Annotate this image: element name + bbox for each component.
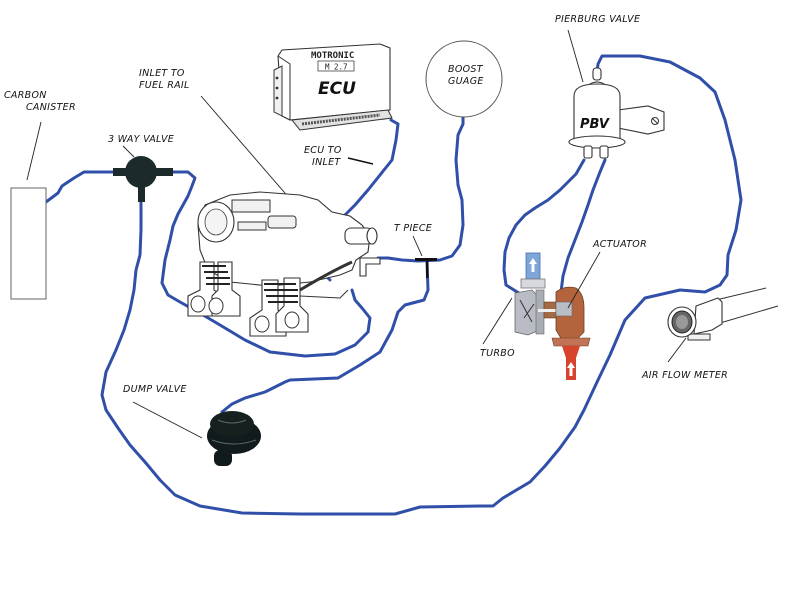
- pierburg-valve: PIERBURG VALVE PBV: [555, 14, 665, 159]
- t-piece-label: T PIECE: [394, 223, 432, 234]
- carbon-canister-label-1: CARBON: [4, 90, 47, 101]
- dump-valve-ridge: [217, 419, 247, 424]
- ecu-to-inlet-label-1: ECU TO: [304, 145, 342, 156]
- dump-valve-outlet: [214, 450, 232, 466]
- pbv-base-flange: [568, 135, 626, 149]
- three-way-valve-leader: [122, 145, 135, 158]
- ecu-bracket-hole: [275, 76, 279, 80]
- throttle-body-bore: [204, 208, 228, 236]
- turbo-exhaust-flange: [551, 337, 591, 347]
- engine-port: [190, 295, 206, 313]
- ecu-case-edge: [277, 55, 291, 120]
- turbo-outlet-flange: [520, 278, 546, 289]
- ecu-to-inlet-label-2: INLET: [312, 157, 341, 168]
- air-flow-meter-connector: [687, 333, 711, 341]
- engine-port: [254, 315, 270, 333]
- pbv-top-nipple: [592, 67, 602, 81]
- engine-vacuum-nipple: [359, 257, 381, 277]
- hose-pbv-to-actuator: [559, 158, 607, 307]
- air-flow-meter-label: AIR FLOW METER: [641, 370, 728, 381]
- three-way-valve-body: [125, 156, 157, 188]
- engine-runner: [275, 277, 309, 333]
- ecu-to-inlet-leader: [347, 157, 374, 165]
- pbv-outlet-nipple-left: [583, 145, 593, 159]
- turbo: TURBO: [480, 252, 591, 380]
- ecu-label: ECU: [318, 79, 356, 99]
- dump-valve-ridge: [211, 439, 257, 445]
- boost-gauge-dial: [425, 40, 503, 118]
- hose-3way-to-engine: [160, 170, 372, 358]
- actuator-leader: [567, 251, 601, 309]
- dump-valve: DUMP VALVE: [123, 384, 261, 466]
- t-piece: T PIECE: [394, 223, 437, 278]
- actuator-label: ACTUATOR: [592, 239, 647, 250]
- carbon-canister-leader: [26, 121, 42, 181]
- hose-boost-gauge-to-tpiece: [376, 115, 465, 263]
- turbo-exhaust-arrow-icon: [567, 362, 575, 376]
- turbo-actuator-canister: [555, 301, 573, 317]
- inlet-to-fuel-rail-label-2: FUEL RAIL: [139, 80, 190, 91]
- turbo-shaft: [538, 309, 558, 312]
- ecu-bracket-hole: [275, 86, 279, 90]
- t-piece-leader: [412, 235, 423, 257]
- pierburg-valve-label: PIERBURG VALVE: [555, 14, 640, 25]
- turbo-leader: [482, 297, 513, 345]
- pbv-label: PBV: [580, 117, 610, 132]
- engine-port: [208, 297, 224, 315]
- carbon-canister-body: [10, 187, 47, 300]
- actuator: ACTUATOR: [567, 239, 647, 309]
- hose-3way-to-return: [100, 54, 743, 516]
- carbon-canister: CARBON CANISTER: [4, 90, 76, 300]
- hoses: [44, 54, 743, 516]
- t-piece-stem: [426, 258, 429, 278]
- engine-fuel-rail: [237, 221, 267, 231]
- inlet-to-fuel-rail-label-1: INLET TO: [139, 68, 185, 79]
- air-flow-meter-screen-inner: [676, 315, 688, 329]
- three-way-valve: 3 WAY VALVE: [108, 134, 174, 202]
- ecu-mount-bracket: [273, 65, 283, 117]
- engine-line-detail: [299, 289, 349, 299]
- ecu-to-inlet: ECU TO INLET: [304, 145, 374, 168]
- turbo-outlet-arrow-icon: [529, 258, 537, 272]
- hose-tpiece-to-dump-valve: [220, 260, 430, 414]
- boost-gauge: BOOST GUAGE: [425, 40, 503, 118]
- engine-runner-ribs: [264, 283, 298, 303]
- boost-gauge-label-2: GUAGE: [448, 76, 484, 87]
- ecu-connector-pins: [301, 113, 381, 126]
- intake-pipe-bottom: [719, 305, 779, 324]
- dump-valve-label: DUMP VALVE: [123, 384, 187, 395]
- three-way-valve-label: 3 WAY VALVE: [108, 134, 174, 145]
- ecu-model: M 2.7: [325, 63, 348, 72]
- engine-runners-right: [249, 260, 353, 337]
- ecu-model-plate: [317, 60, 355, 72]
- ecu-brand: MOTRONIC: [311, 51, 354, 61]
- engine-top-detail: [231, 199, 271, 213]
- engine-runner-ribs: [202, 265, 230, 285]
- engine-sensor: [267, 215, 297, 229]
- engine-runners-left: [187, 261, 241, 317]
- turbo-compressor-wheel: [519, 299, 535, 323]
- carbon-canister-label-2: CANISTER: [26, 102, 76, 113]
- pbv-outlet-nipple-right: [599, 145, 609, 159]
- pbv-body: [573, 83, 621, 144]
- ecu-case: [277, 43, 391, 121]
- air-flow-meter-body: [693, 297, 723, 335]
- pierburg-valve-leader: [567, 29, 584, 83]
- dump-valve-leader: [132, 401, 203, 439]
- engine-port: [284, 311, 300, 329]
- air-flow-meter: AIR FLOW METER: [641, 287, 779, 381]
- turbo-label: TURBO: [480, 348, 515, 359]
- ecu: MOTRONIC M 2.7 ECU: [273, 43, 393, 131]
- hose-pbv-to-turbo: [502, 158, 586, 297]
- engine-inlet-pipe-end: [366, 227, 378, 245]
- ecu-bracket-hole: [275, 96, 279, 100]
- hose-canister-to-3way: [44, 170, 117, 204]
- boost-gauge-label-1: BOOST: [448, 64, 484, 75]
- engine-hose-detail: [299, 260, 353, 292]
- dump-valve-top: [210, 411, 254, 437]
- intake-pipe-top: [715, 287, 767, 301]
- air-flow-meter-leader: [667, 337, 687, 363]
- pbv-bracket-screw-slot: [651, 117, 659, 125]
- engine-intake-manifold: [187, 191, 381, 337]
